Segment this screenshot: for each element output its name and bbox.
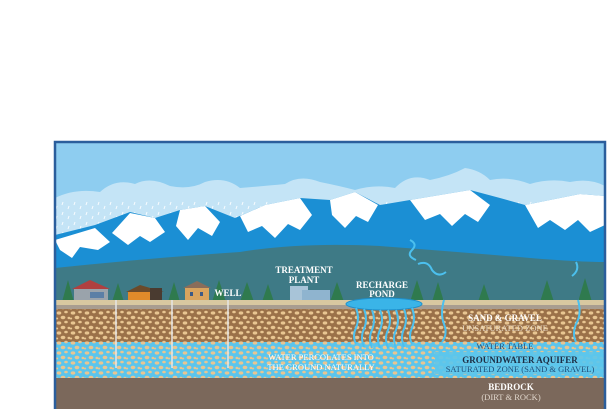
water-table-label: WATER TABLE	[476, 341, 533, 351]
bedrock-layer	[55, 378, 605, 409]
unsaturated-zone-label: UNSATURATED ZONE	[462, 323, 548, 333]
snow-peaks	[55, 190, 605, 258]
bedrock-label: BEDROCK	[488, 382, 534, 392]
groundwater-aquifer-label: GROUNDWATER AQUIFER	[462, 355, 578, 365]
recharge-pond	[345, 297, 423, 311]
house	[126, 285, 164, 302]
gravel-texture	[55, 309, 605, 342]
well-label: WELL	[214, 288, 241, 298]
trees	[62, 278, 592, 302]
saturated-zone-label: SATURATED ZONE (SAND & GRAVEL)	[446, 364, 595, 374]
treatment-plant-label-2: PLANT	[289, 275, 320, 285]
house	[183, 281, 211, 302]
percolates-label-2: THE GROUND NATURALLY	[267, 362, 374, 372]
well-pipes	[115, 300, 229, 368]
house	[72, 280, 110, 302]
percolation-streams	[353, 239, 581, 349]
road	[55, 305, 605, 309]
recharge-pond-label-2: POND	[369, 289, 395, 299]
bedrock-sub-label: (DIRT & ROCK)	[481, 392, 540, 402]
sand-gravel-label: SAND & GRAVEL	[468, 313, 542, 323]
treatment-plant-label-1: TREATMENT	[275, 265, 332, 275]
aquifer-label-band	[435, 352, 605, 374]
ground-surface	[55, 300, 605, 308]
treatment-plant	[290, 286, 330, 302]
recharge-pond-label-1: RECHARGE	[356, 280, 408, 290]
frame-border	[53, 140, 607, 409]
percolates-label-1: WATER PERCOLATES INTO	[268, 352, 374, 362]
